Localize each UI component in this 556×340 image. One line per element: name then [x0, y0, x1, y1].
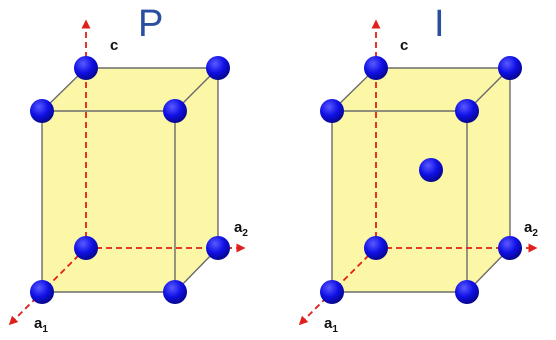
atom — [163, 280, 187, 304]
cell-title: I — [434, 3, 445, 45]
atom — [364, 56, 388, 80]
cell-body — [332, 68, 510, 292]
axis-c-label: c — [400, 37, 408, 54]
axis-c-label: c — [110, 37, 118, 54]
body-center-atom — [419, 158, 443, 182]
atom — [364, 236, 388, 260]
atom — [30, 99, 54, 123]
atom — [30, 280, 54, 304]
atom — [206, 56, 230, 80]
cell-body — [42, 68, 218, 292]
atoms — [320, 56, 522, 304]
unit-cell-i: I c a2 a1 — [298, 3, 538, 335]
atom — [455, 280, 479, 304]
axis-a1-label: a1 — [34, 315, 48, 335]
atom — [455, 99, 479, 123]
atom — [498, 236, 522, 260]
atom — [206, 236, 230, 260]
cell-title: P — [138, 3, 163, 45]
atom — [498, 56, 522, 80]
atom — [320, 280, 344, 304]
atoms — [30, 56, 230, 304]
atom — [74, 56, 98, 80]
atom — [163, 99, 187, 123]
axis-a2-label: a2 — [234, 219, 248, 239]
unit-cell-p: P c a2 a1 — [8, 3, 248, 335]
atom — [74, 236, 98, 260]
atom — [320, 99, 344, 123]
axis-a1-label: a1 — [324, 315, 338, 335]
axis-a2-label: a2 — [524, 219, 538, 239]
